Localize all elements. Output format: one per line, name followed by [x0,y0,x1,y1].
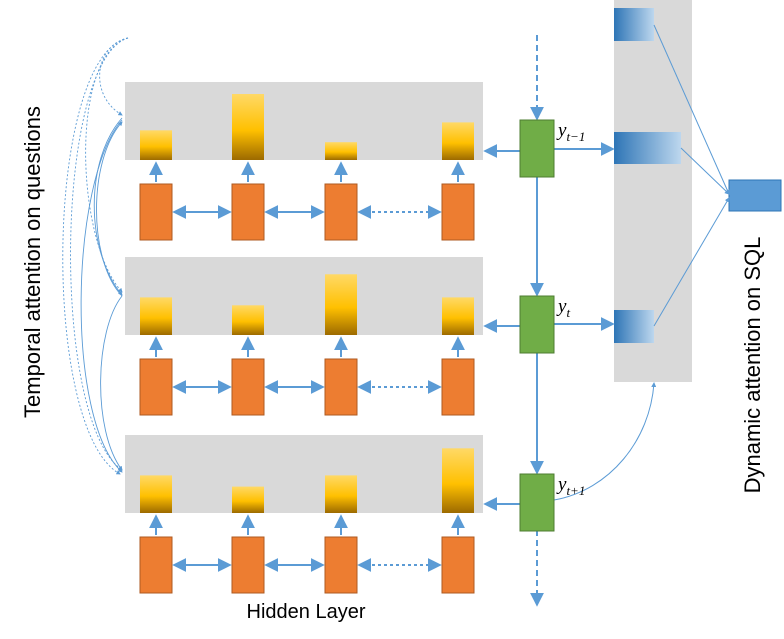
attention-bar [232,486,264,513]
sql-encoding-2 [614,132,681,164]
dynamic-attention-label: Dynamic attention on SQL [740,237,765,494]
hidden-unit [324,536,358,594]
attention-bar [140,475,172,513]
hidden-unit [139,358,173,416]
sql-encoding-3 [614,310,654,343]
attention-bar [140,130,172,160]
attention-panel [125,82,483,160]
attention-panel [125,257,483,335]
hidden-unit [231,183,265,241]
time-steps [125,82,520,594]
hidden-unit [441,358,475,416]
output-node-3: yt+1 [519,473,585,532]
output-box [519,295,555,354]
hidden-unit [441,183,475,241]
hidden-unit [324,358,358,416]
temporal-attention-label: Temporal attention on questions [20,106,45,418]
hidden-unit [324,183,358,241]
time-step-2 [125,257,520,416]
sql-encoding-1 [614,8,654,41]
output-label: yt+1 [556,474,585,498]
hidden-unit [139,536,173,594]
hidden-layer-label: Hidden Layer [247,601,366,623]
attention-bar [140,297,172,335]
output-label: yt−1 [556,120,585,144]
temporal-attention-links [62,37,129,475]
output-label: yt [556,296,570,320]
attention-panel [125,435,483,513]
hidden-unit [441,536,475,594]
attention-bar [325,274,357,335]
attention-bar [325,142,357,160]
output-box [519,473,555,532]
attention-bar [232,94,264,160]
output-chain [530,35,657,607]
attention-bar [442,448,474,513]
time-step-3 [125,435,520,594]
attention-bar [232,305,264,335]
output-node-2: yt [519,295,570,354]
sql-attention-column [614,0,782,382]
output-node-1: yt−1 [519,119,585,178]
attention-bar [442,297,474,335]
output-nodes: yt−1 yt yt+1 [519,119,585,532]
hidden-unit [139,183,173,241]
sql-attention-links [653,24,730,327]
hidden-unit [231,536,265,594]
attention-bar [442,122,474,160]
hidden-unit [231,358,265,416]
output-box [519,119,555,178]
time-step-1 [125,82,520,241]
sql-context-vector [728,179,782,212]
attention-bar [325,475,357,513]
